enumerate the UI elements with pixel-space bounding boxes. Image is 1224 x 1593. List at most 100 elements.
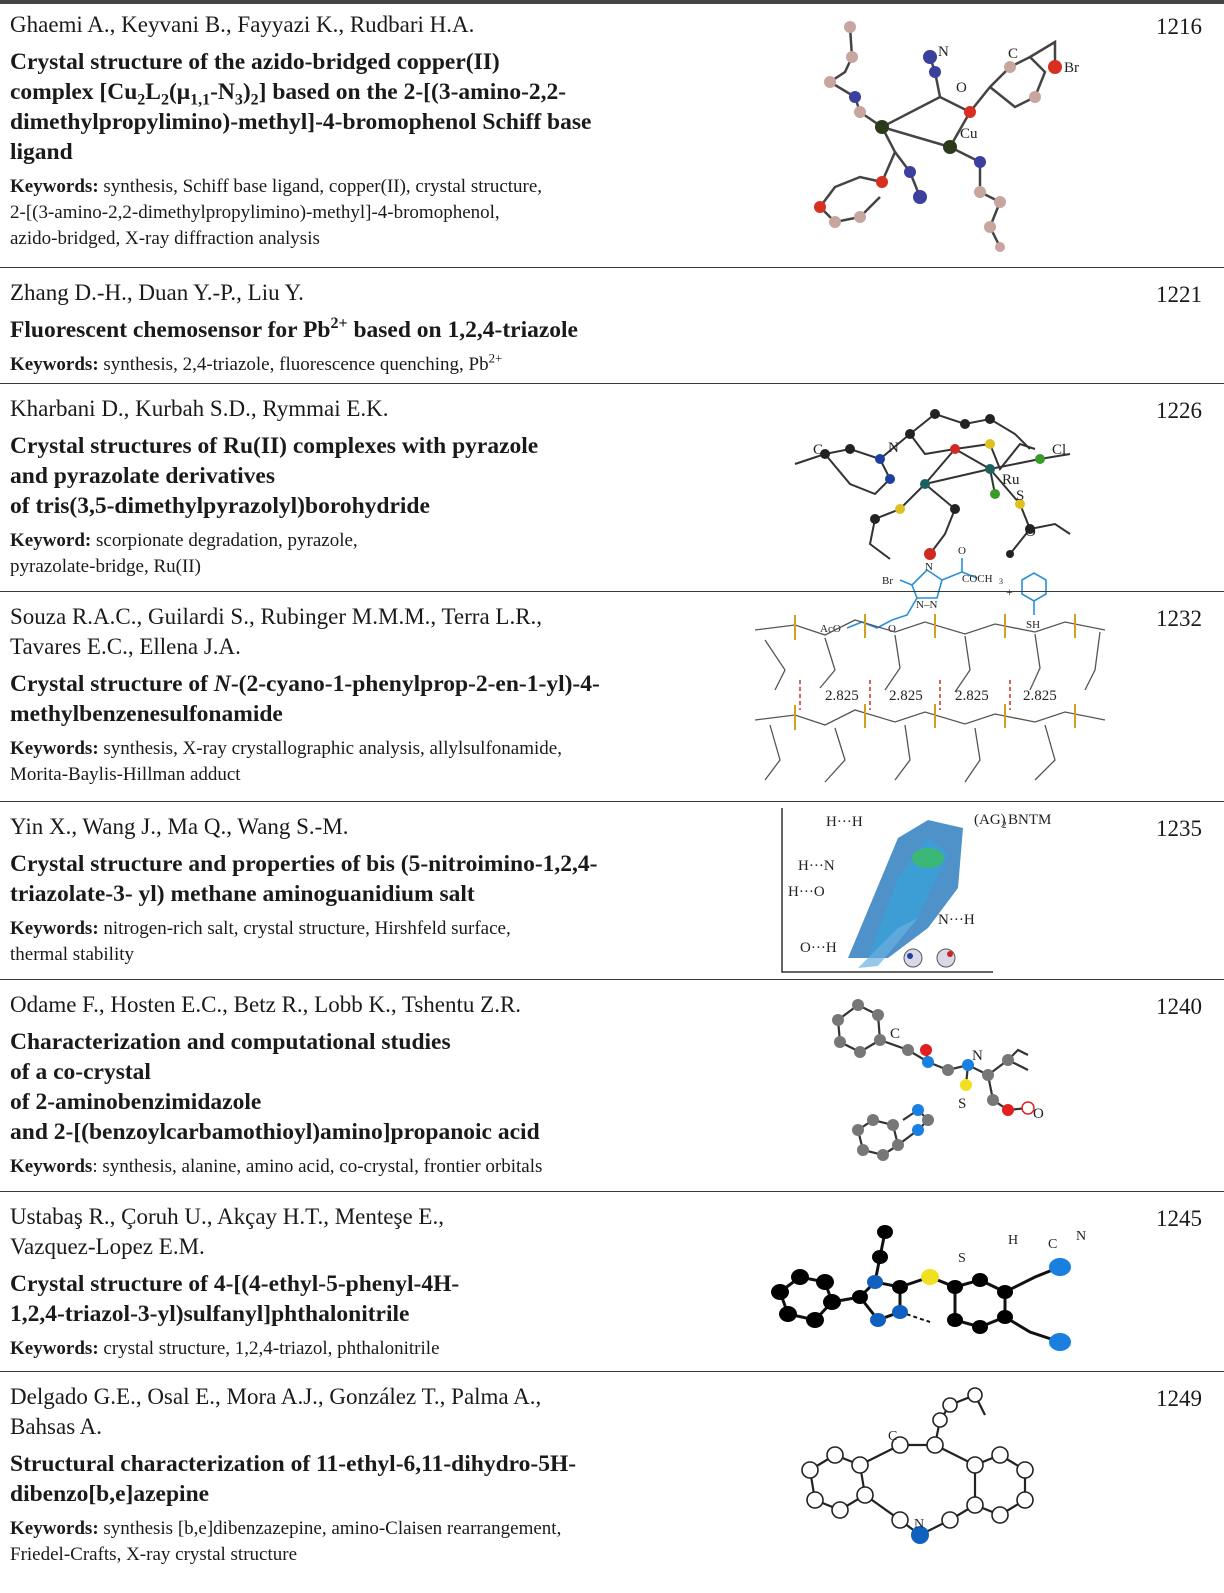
- molecule-figure: S H C N: [760, 1202, 1120, 1367]
- article-text: Odame F., Hosten E.C., Betz R., Lobb K.,…: [10, 990, 730, 1180]
- article-keywords: Keywords: synthesis, X-ray crystallograp…: [10, 738, 562, 785]
- atom-label: 3: [999, 577, 1003, 586]
- page-number[interactable]: 1235: [1156, 816, 1202, 841]
- plot-title-part: BNTM: [1008, 812, 1051, 828]
- contact-label: N···H: [938, 912, 975, 928]
- atom-label: C: [813, 442, 823, 458]
- article-entry: Souza R.A.C., Guilardi S., Rubinger M.M.…: [0, 592, 1224, 802]
- plot-title-part: (AG): [974, 812, 1006, 828]
- article-authors: Ghaemi A., Keyvani B., Fayyazi K., Rudba…: [10, 12, 475, 37]
- atom-label: O: [958, 545, 966, 557]
- article-keywords: Keywords: synthesis, alanine, amino acid…: [10, 1156, 543, 1177]
- article-title[interactable]: Structural characterization of 11-ethyl-…: [10, 1451, 577, 1507]
- triazole-phthalonitrile-structure: S H C N: [771, 1225, 1086, 1351]
- article-keywords: Keyword: scorpionate degradation, pyrazo…: [10, 530, 358, 577]
- atom-label: C: [1008, 46, 1018, 62]
- molecule-figure: C N S O: [818, 990, 1078, 1180]
- atom-label: S: [1016, 488, 1024, 504]
- contact-label: H···N: [798, 858, 835, 874]
- page-number[interactable]: 1240: [1156, 994, 1202, 1019]
- article-authors: Souza R.A.C., Guilardi S., Rubinger M.M.…: [10, 604, 543, 659]
- distance-label: 2.825: [825, 688, 859, 704]
- article-authors: Yin X., Wang J., Ma Q., Wang S.-M.: [10, 814, 349, 839]
- contact-label: O···H: [800, 940, 837, 956]
- copper-complex-structure: N C Br O Cu: [814, 21, 1079, 252]
- page-number[interactable]: 1226: [1156, 398, 1202, 423]
- atom-label: C: [888, 1429, 897, 1444]
- article-keywords: Keywords: crystal structure, 1,2,4-triaz…: [10, 1338, 440, 1359]
- page-number[interactable]: 1232: [1156, 606, 1202, 631]
- article-text: Yin X., Wang J., Ma Q., Wang S.-M. Cryst…: [10, 812, 730, 968]
- atom-label: COCH: [962, 573, 993, 585]
- article-entry: Ustabaş R., Çoruh U., Akçay H.T., Menteş…: [0, 1192, 1224, 1372]
- atom-label: Br: [1064, 60, 1079, 76]
- plot-title-part: 2: [1002, 820, 1007, 830]
- atom-label: S: [958, 1251, 966, 1266]
- distance-label: 2.825: [889, 688, 923, 704]
- article-text: Delgado G.E., Osal E., Mora A.J., Gonzál…: [10, 1382, 730, 1568]
- atom-label: O: [1033, 1106, 1044, 1122]
- article-authors: Ustabaş R., Çoruh U., Akçay H.T., Menteş…: [10, 1204, 444, 1259]
- atom-label: C: [890, 1026, 900, 1042]
- atom-label: C: [1048, 1237, 1057, 1252]
- page-number[interactable]: 1249: [1156, 1386, 1202, 1411]
- atom-label: O: [956, 80, 967, 96]
- molecule-figure: N C Br O Cu: [790, 12, 1090, 252]
- atom-label: N–N: [916, 599, 937, 611]
- fingerprint-plot-figure: H···H (AG) 2 BNTM H···N H···O N···H O···…: [778, 808, 1098, 976]
- atom-label: N: [925, 561, 933, 573]
- article-text: Souza R.A.C., Guilardi S., Rubinger M.M.…: [10, 602, 730, 788]
- article-title[interactable]: Crystal structure of N-(2-cyano-1-phenyl…: [10, 671, 600, 727]
- atom-label: N: [888, 440, 899, 456]
- article-keywords: Keywords: nitrogen-rich salt, crystal st…: [10, 918, 511, 965]
- article-keywords: Keywords: synthesis, 2,4-triazole, fluor…: [10, 350, 503, 375]
- atom-label: N: [1076, 1229, 1086, 1244]
- top-rule: [0, 0, 1224, 4]
- article-text: Kharbani D., Kurbah S.D., Rymmai E.K. Cr…: [10, 394, 730, 580]
- atom-label: Cu: [960, 126, 978, 142]
- article-entry: Zhang D.-H., Duan Y.-P., Liu Y. Fluoresc…: [0, 268, 1224, 635]
- article-authors: Kharbani D., Kurbah S.D., Rymmai E.K.: [10, 396, 389, 421]
- reaction-scheme-figure: O Br N COCH 3 N–N + AcO O SH: [812, 540, 1072, 648]
- article-authors: Odame F., Hosten E.C., Betz R., Lobb K.,…: [10, 992, 522, 1017]
- distance-label: 2.825: [955, 688, 989, 704]
- contact-label: H···H: [826, 814, 863, 830]
- article-entry: Kharbani D., Kurbah S.D., Rymmai E.K. Cr…: [0, 384, 1224, 592]
- article-title[interactable]: Characterization and computational studi…: [10, 1029, 540, 1145]
- article-title[interactable]: Crystal structure of the azido-bridged c…: [10, 49, 592, 165]
- atom-label: S: [958, 1096, 966, 1112]
- distance-label: 2.825: [1023, 688, 1057, 704]
- article-keywords: Keywords: synthesis [b,e]dibenzazepine, …: [10, 1518, 562, 1565]
- page-number[interactable]: 1245: [1156, 1206, 1202, 1231]
- atom-label: N: [938, 44, 949, 60]
- article-title[interactable]: Crystal structure and properties of bis …: [10, 851, 598, 907]
- crystal-packing-diagram: 2.825 2.825 2.825 2.825: [755, 614, 1106, 783]
- article-text: Zhang D.-H., Duan Y.-P., Liu Y. Fluoresc…: [10, 278, 730, 378]
- co-crystal-structure: C N S O: [832, 999, 1044, 1161]
- article-entry: Delgado G.E., Osal E., Mora A.J., Gonzál…: [0, 1372, 1224, 1593]
- article-entry: Yin X., Wang J., Ma Q., Wang S.-M. Cryst…: [0, 802, 1224, 980]
- atom-label: Ru: [1002, 472, 1020, 488]
- article-title[interactable]: Crystal structure of 4-[(4-ethyl-5-pheny…: [10, 1271, 460, 1327]
- atom-label: Cl: [1052, 442, 1066, 458]
- article-entry: Ghaemi A., Keyvani B., Fayyazi K., Rudba…: [0, 0, 1224, 268]
- atom-label: Br: [882, 575, 893, 587]
- atom-label: H: [1008, 1233, 1018, 1248]
- contact-label: H···O: [788, 884, 825, 900]
- molecule-figure: C N: [790, 1380, 1070, 1590]
- atom-label: N: [914, 1517, 924, 1532]
- article-title[interactable]: Fluorescent chemosensor for Pb2+ based o…: [10, 315, 578, 343]
- atom-label: SH: [1026, 619, 1040, 631]
- hirshfeld-fingerprint-plot: H···H (AG) 2 BNTM H···N H···O N···H O···…: [781, 808, 1051, 973]
- page-number[interactable]: 1216: [1156, 14, 1202, 39]
- article-title[interactable]: Crystal structures of Ru(II) complexes w…: [10, 433, 539, 519]
- page-number[interactable]: 1221: [1156, 282, 1202, 307]
- atom-label: AcO: [820, 623, 841, 635]
- article-authors: Delgado G.E., Osal E., Mora A.J., Gonzál…: [10, 1384, 542, 1439]
- article-entry: Odame F., Hosten E.C., Betz R., Lobb K.,…: [0, 980, 1224, 1192]
- article-text: Ghaemi A., Keyvani B., Fayyazi K., Rudba…: [10, 10, 730, 252]
- atom-label: O: [1025, 524, 1036, 540]
- dibenzazepine-structure: C N: [801, 1387, 1034, 1544]
- triazole-reaction-scheme: O Br N COCH 3 N–N + AcO O SH: [820, 545, 1047, 635]
